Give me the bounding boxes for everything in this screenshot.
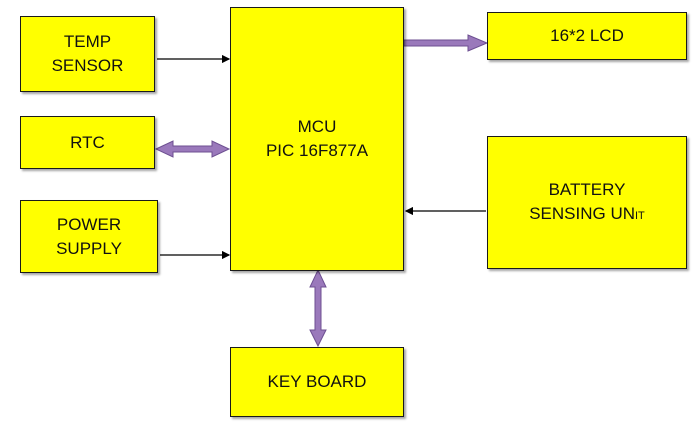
battery-sensing-block: BATTERY SENSING UNIT bbox=[487, 136, 687, 269]
battery-line2: SENSING UNIT bbox=[529, 202, 645, 228]
rtc-label: RTC bbox=[70, 132, 105, 152]
temp-sensor-block: TEMP SENSOR bbox=[20, 16, 155, 92]
lcd-label: 16*2 LCD bbox=[550, 26, 624, 45]
keyboard-block: KEY BOARD bbox=[230, 347, 404, 417]
mcu-block: MCU PIC 16F877A bbox=[230, 7, 404, 271]
mcu-to-lcd-bus-arrow bbox=[403, 34, 489, 52]
mcu-keyboard-bidirectional-bus bbox=[309, 268, 327, 348]
battery-line1: BATTERY bbox=[548, 179, 626, 199]
battery-line2-main: SENSING UN bbox=[529, 203, 635, 223]
lcd-block: 16*2 LCD bbox=[487, 12, 687, 60]
temp-sensor-line2: SENSOR bbox=[51, 56, 124, 75]
power-supply-line1: POWER bbox=[56, 214, 122, 234]
mcu-line2: PIC 16F877A bbox=[265, 141, 369, 160]
temp-sensor-line1: TEMP bbox=[63, 32, 112, 51]
power-supply-block: POWER SUPPLY bbox=[20, 200, 158, 273]
rtc-mcu-bidirectional-bus bbox=[154, 140, 231, 158]
keyboard-label: KEY BOARD bbox=[267, 372, 367, 391]
mcu-line1: MCU bbox=[297, 117, 337, 136]
rtc-block: RTC bbox=[20, 116, 155, 169]
battery-line2-small: IT bbox=[635, 209, 645, 222]
power-supply-line2: SUPPLY bbox=[56, 238, 122, 258]
